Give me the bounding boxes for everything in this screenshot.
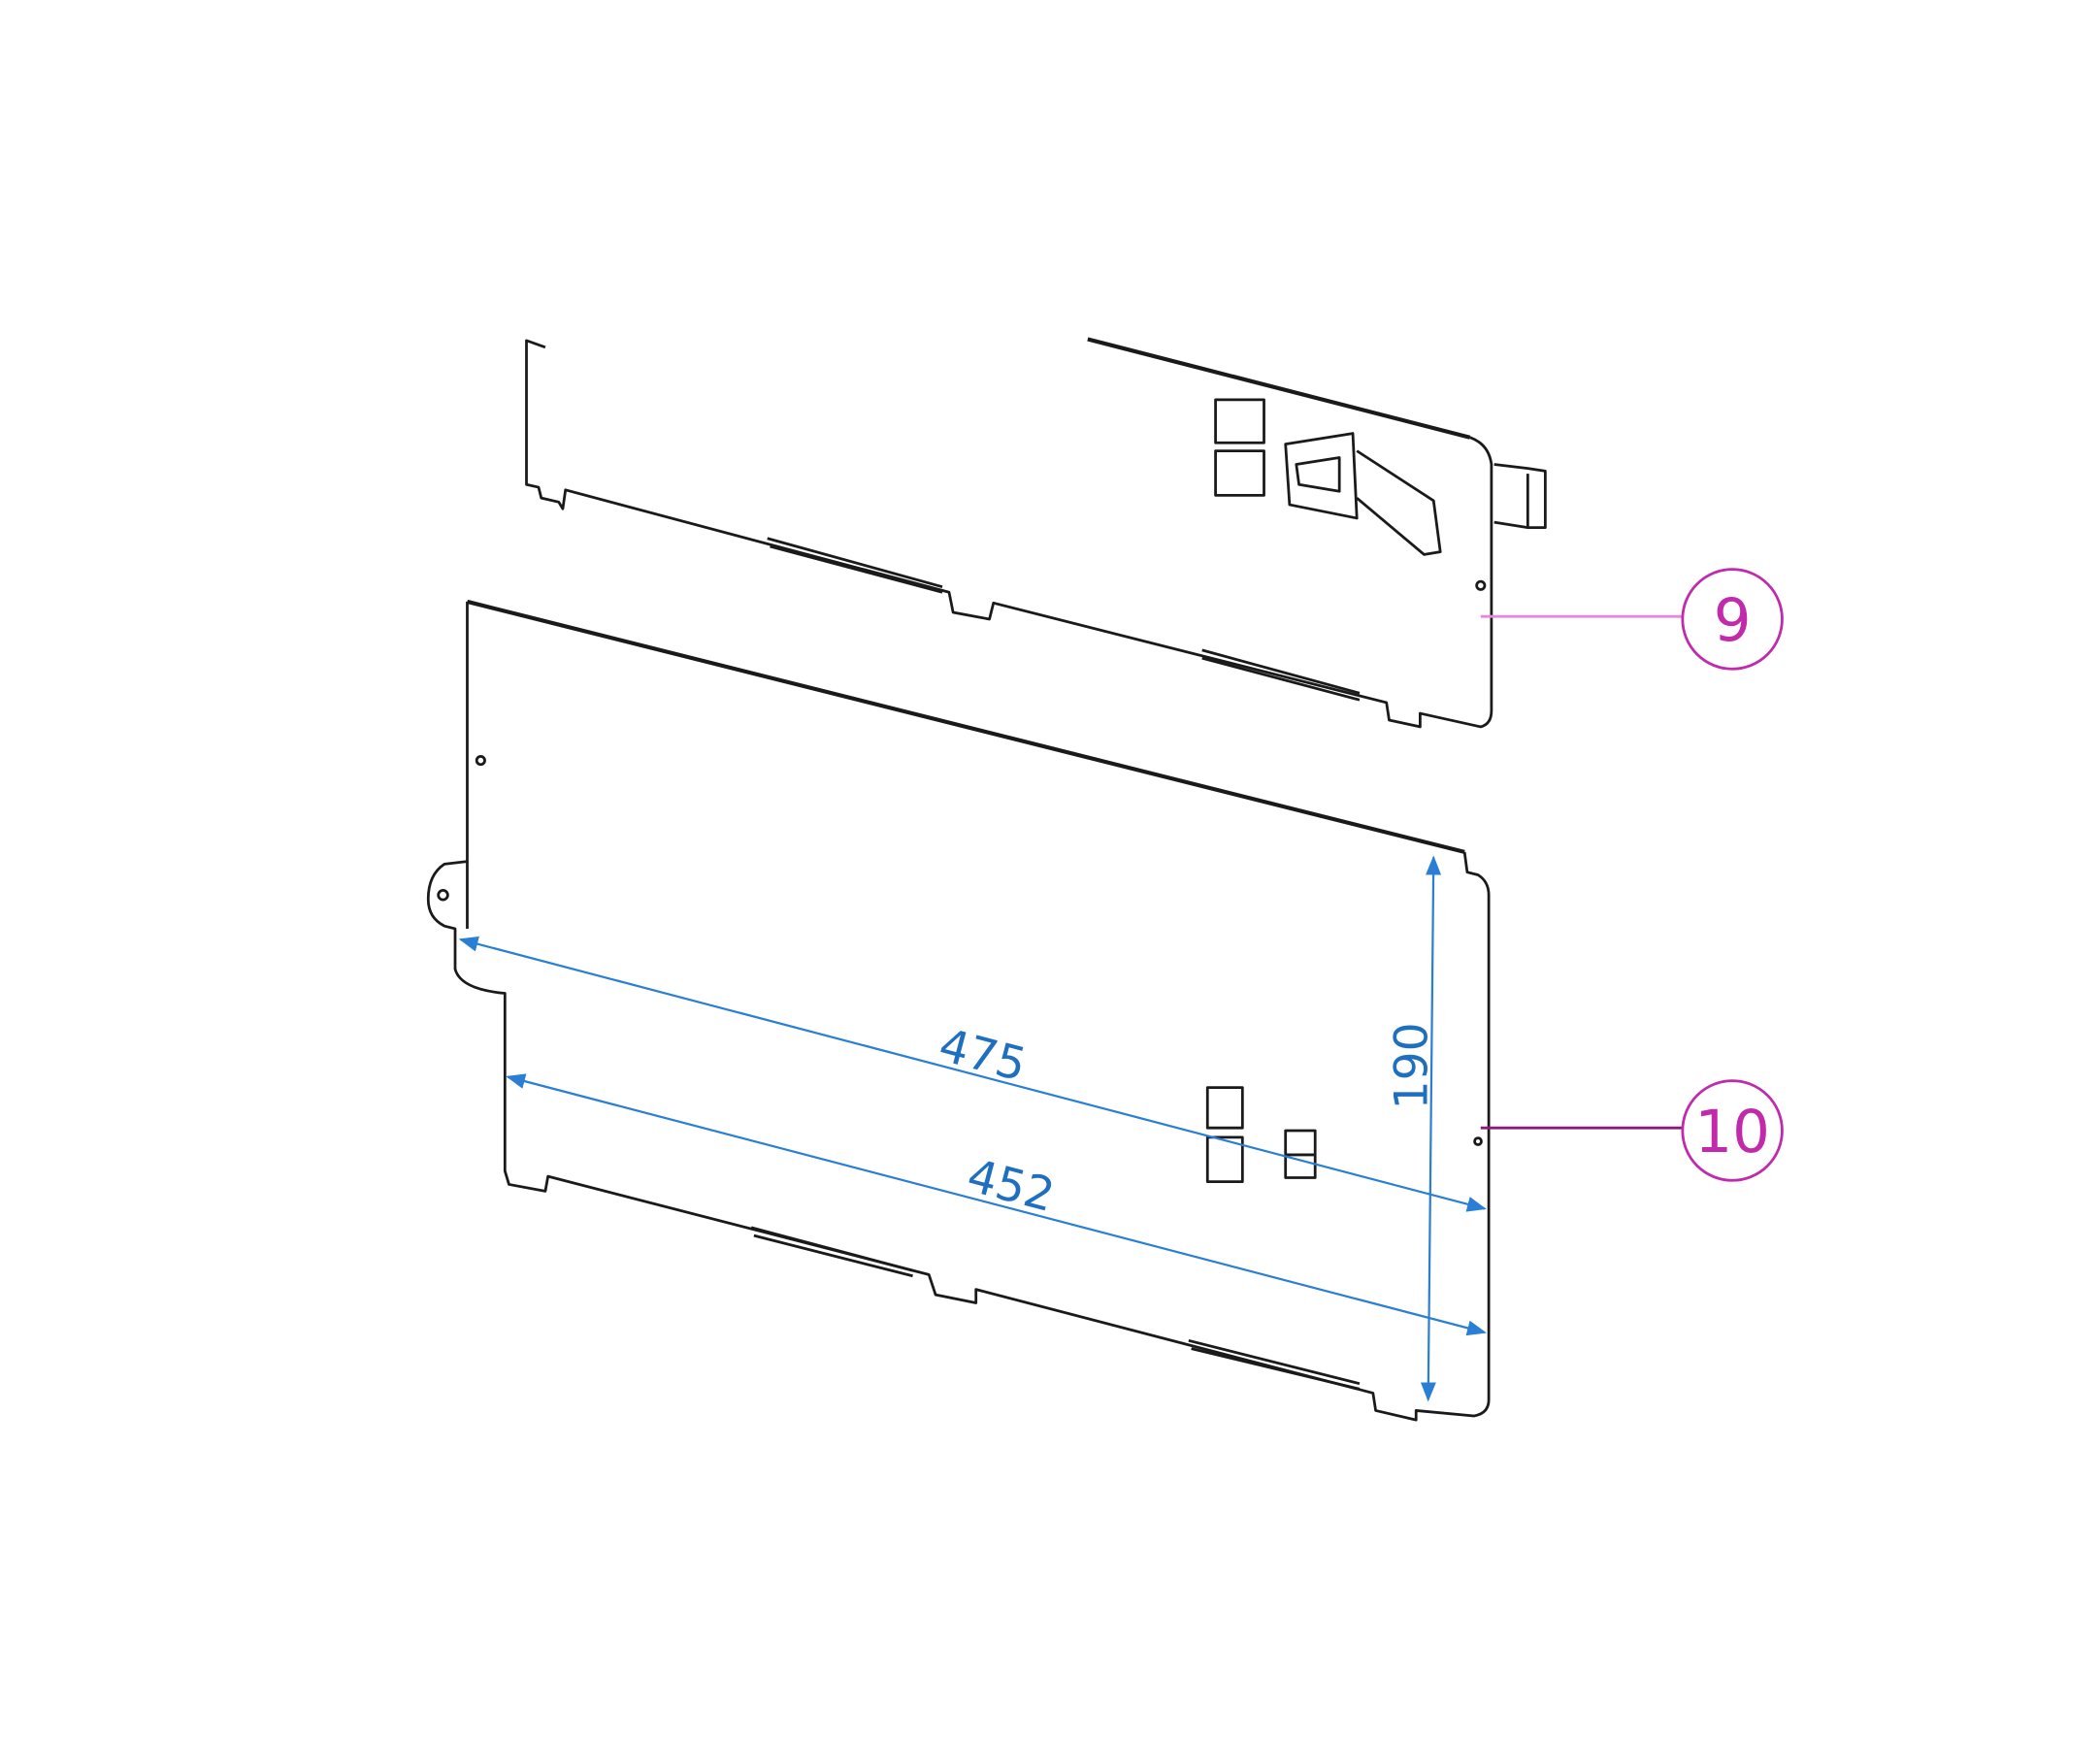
- cutout: [1214, 398, 1265, 444]
- callout-label-10: 10: [1694, 1098, 1770, 1167]
- part-9-upper-plate: [525, 337, 1547, 729]
- dimension-label-452: 452: [962, 1149, 1060, 1223]
- part-10-lower-plate: [426, 599, 1491, 1422]
- callout-label-9: 9: [1714, 586, 1752, 655]
- dimension-label-475: 475: [934, 1019, 1032, 1093]
- hole-icon: [1475, 579, 1487, 591]
- dimension-190: 190: [1385, 855, 1442, 1402]
- callout-9: 9: [1480, 568, 1784, 671]
- callout-10: 10: [1480, 1079, 1784, 1182]
- dimension-label-190: 190: [1385, 1022, 1438, 1109]
